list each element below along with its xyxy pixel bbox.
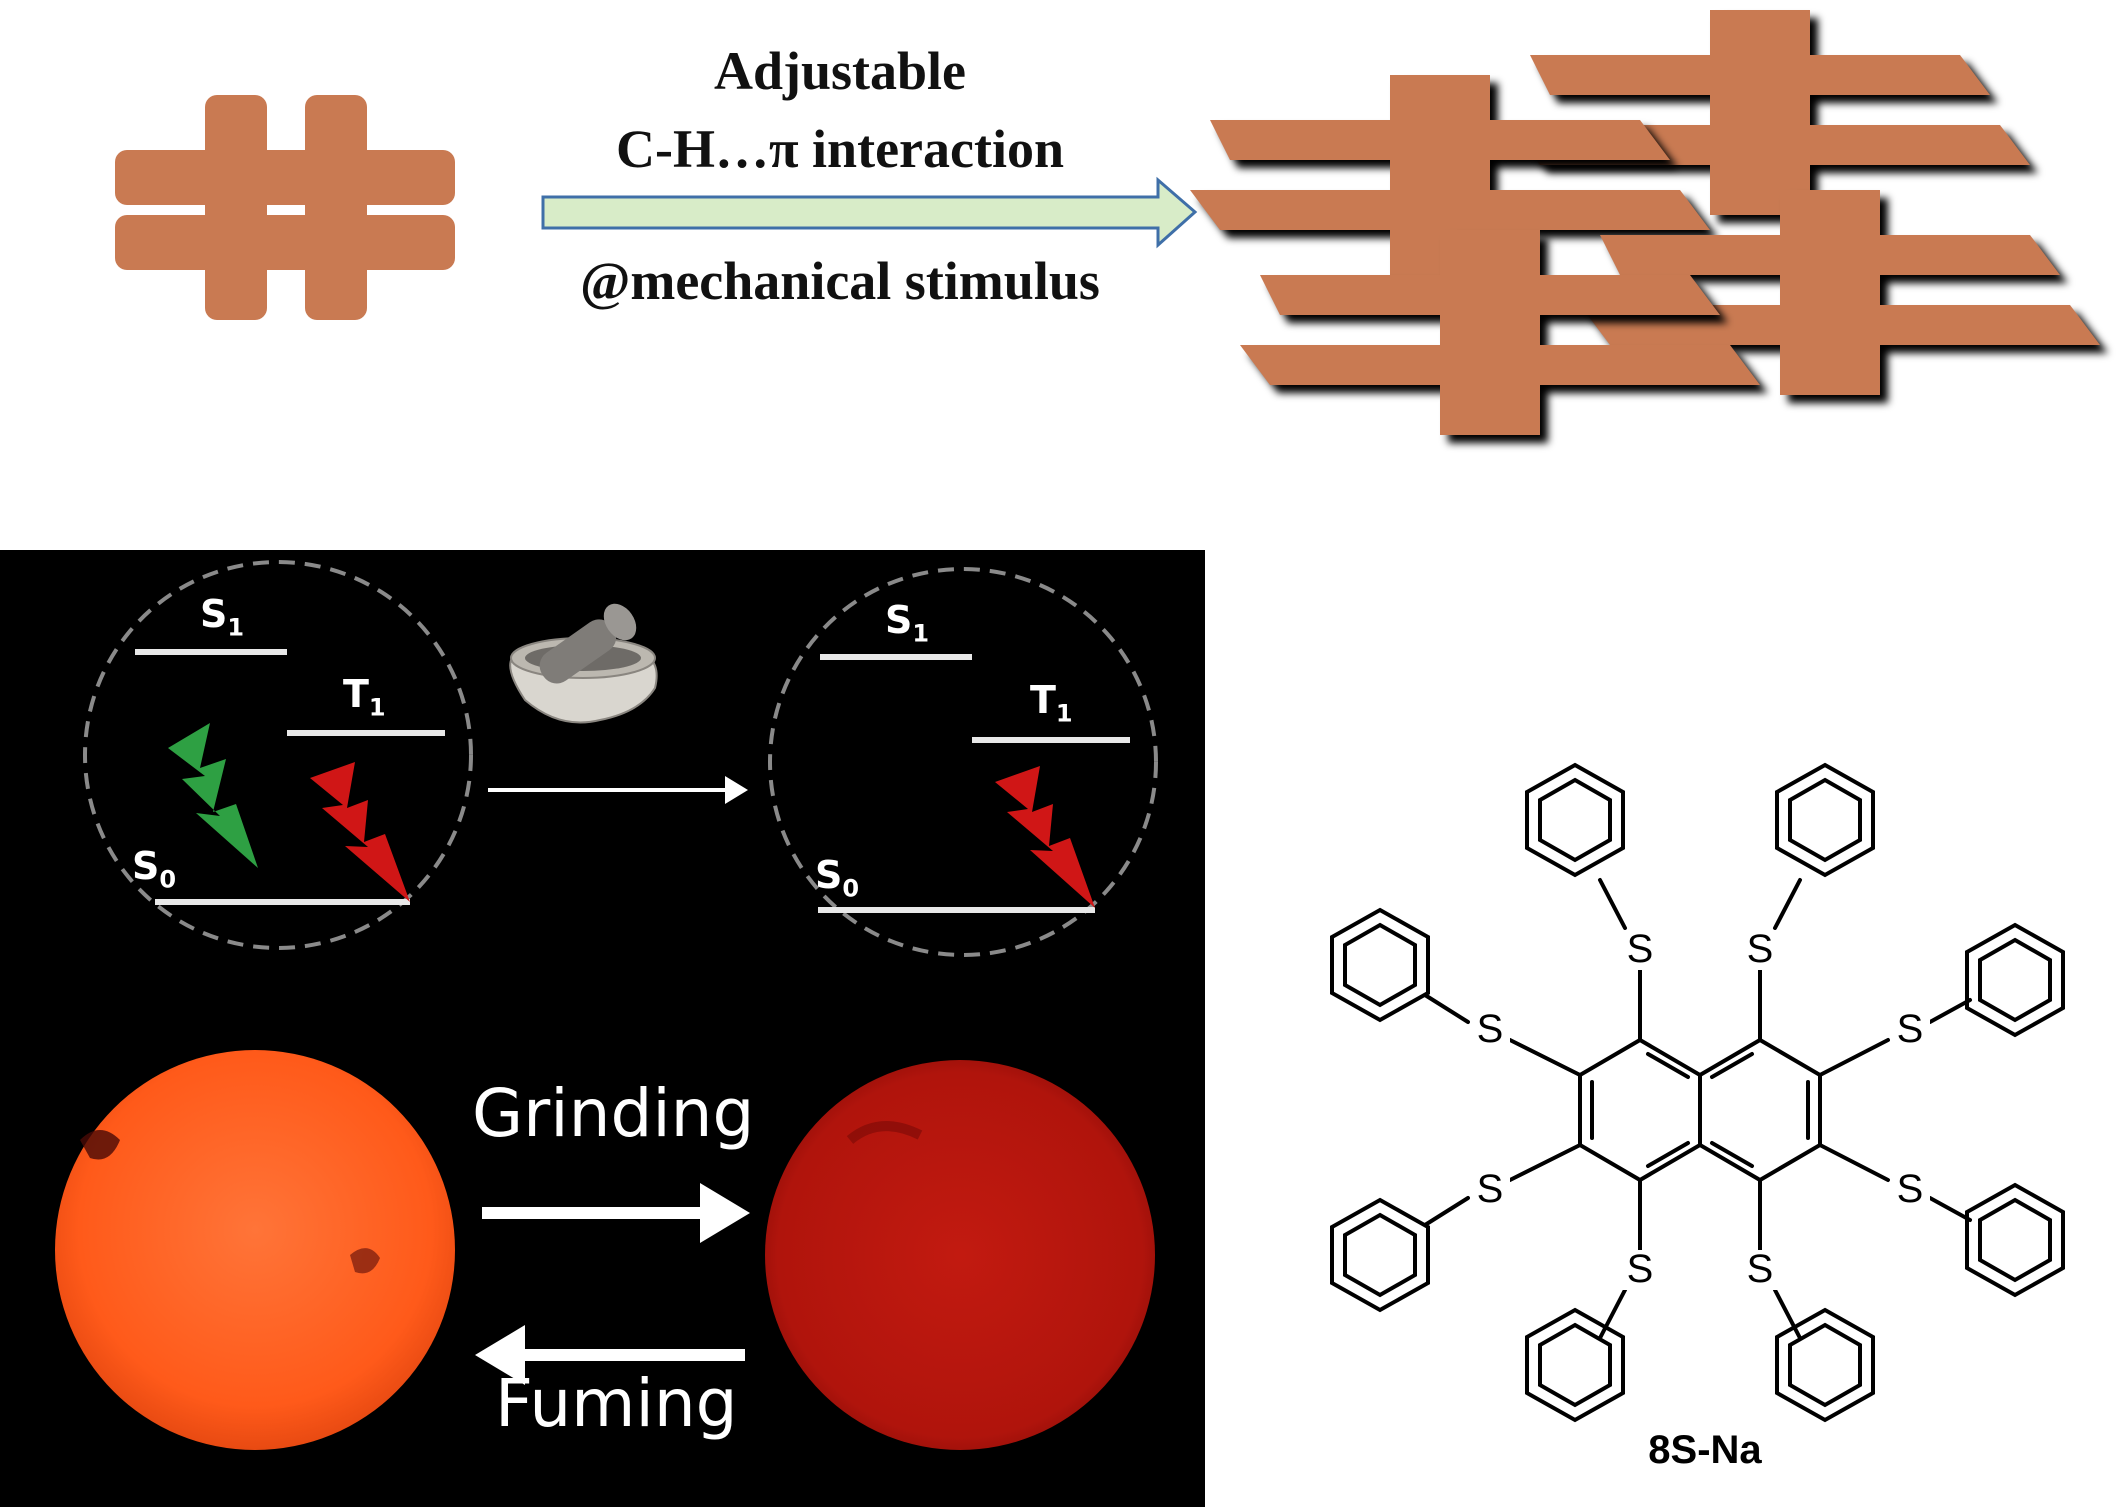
scheme-label-line3: @mechanical stimulus (580, 251, 1100, 311)
fuming-label: Fuming (495, 1365, 738, 1442)
t1-level-label-right: T1 (1030, 678, 1073, 728)
mortar-pestle-icon (509, 603, 658, 724)
sulfur-atom-7: S (1627, 1247, 1654, 1291)
sulfur-atom-4: S (1897, 1007, 1924, 1051)
green-bolt-icon (168, 723, 258, 868)
s0-level-label-right: S0 (815, 853, 860, 903)
molecule-shape-icon (115, 95, 455, 320)
red-sample-disk (765, 1060, 1155, 1450)
s1-level-label-left: S1 (200, 592, 245, 642)
process-arrow-icon (541, 176, 1198, 249)
grinding-label: Grinding (472, 1075, 755, 1152)
compound-name: 8S-Na (1648, 1428, 1762, 1472)
8s-na-structure: S S S S S S S S (1330, 762, 2065, 1423)
sulfur-atom-2: S (1747, 927, 1774, 971)
red-bolt-left-icon (310, 762, 410, 902)
scheme-label-line1: Adjustable (713, 41, 967, 101)
sulfur-atom-6: S (1897, 1167, 1924, 1211)
sulfur-atom-5: S (1477, 1167, 1504, 1211)
red-bolt-right-icon (995, 766, 1095, 908)
scheme-label-line2: C-H…π interaction (615, 119, 1064, 179)
s1-level-label-right: S1 (885, 598, 930, 648)
energy-diagram-left (83, 560, 1158, 957)
t1-level-label-left: T1 (343, 672, 386, 722)
stacked-molecules-icon (1190, 10, 2108, 443)
luminescence-panel: S1 T1 S0 S1 T1 S0 Grinding Fuming (0, 550, 1205, 1507)
sulfur-atom-3: S (1477, 1007, 1504, 1051)
sample-photos (55, 1050, 1155, 1450)
sulfur-atom-1: S (1627, 927, 1654, 971)
s0-level-label-left: S0 (132, 844, 177, 894)
orange-sample-disk (55, 1050, 455, 1450)
sulfur-atom-8: S (1747, 1247, 1774, 1291)
